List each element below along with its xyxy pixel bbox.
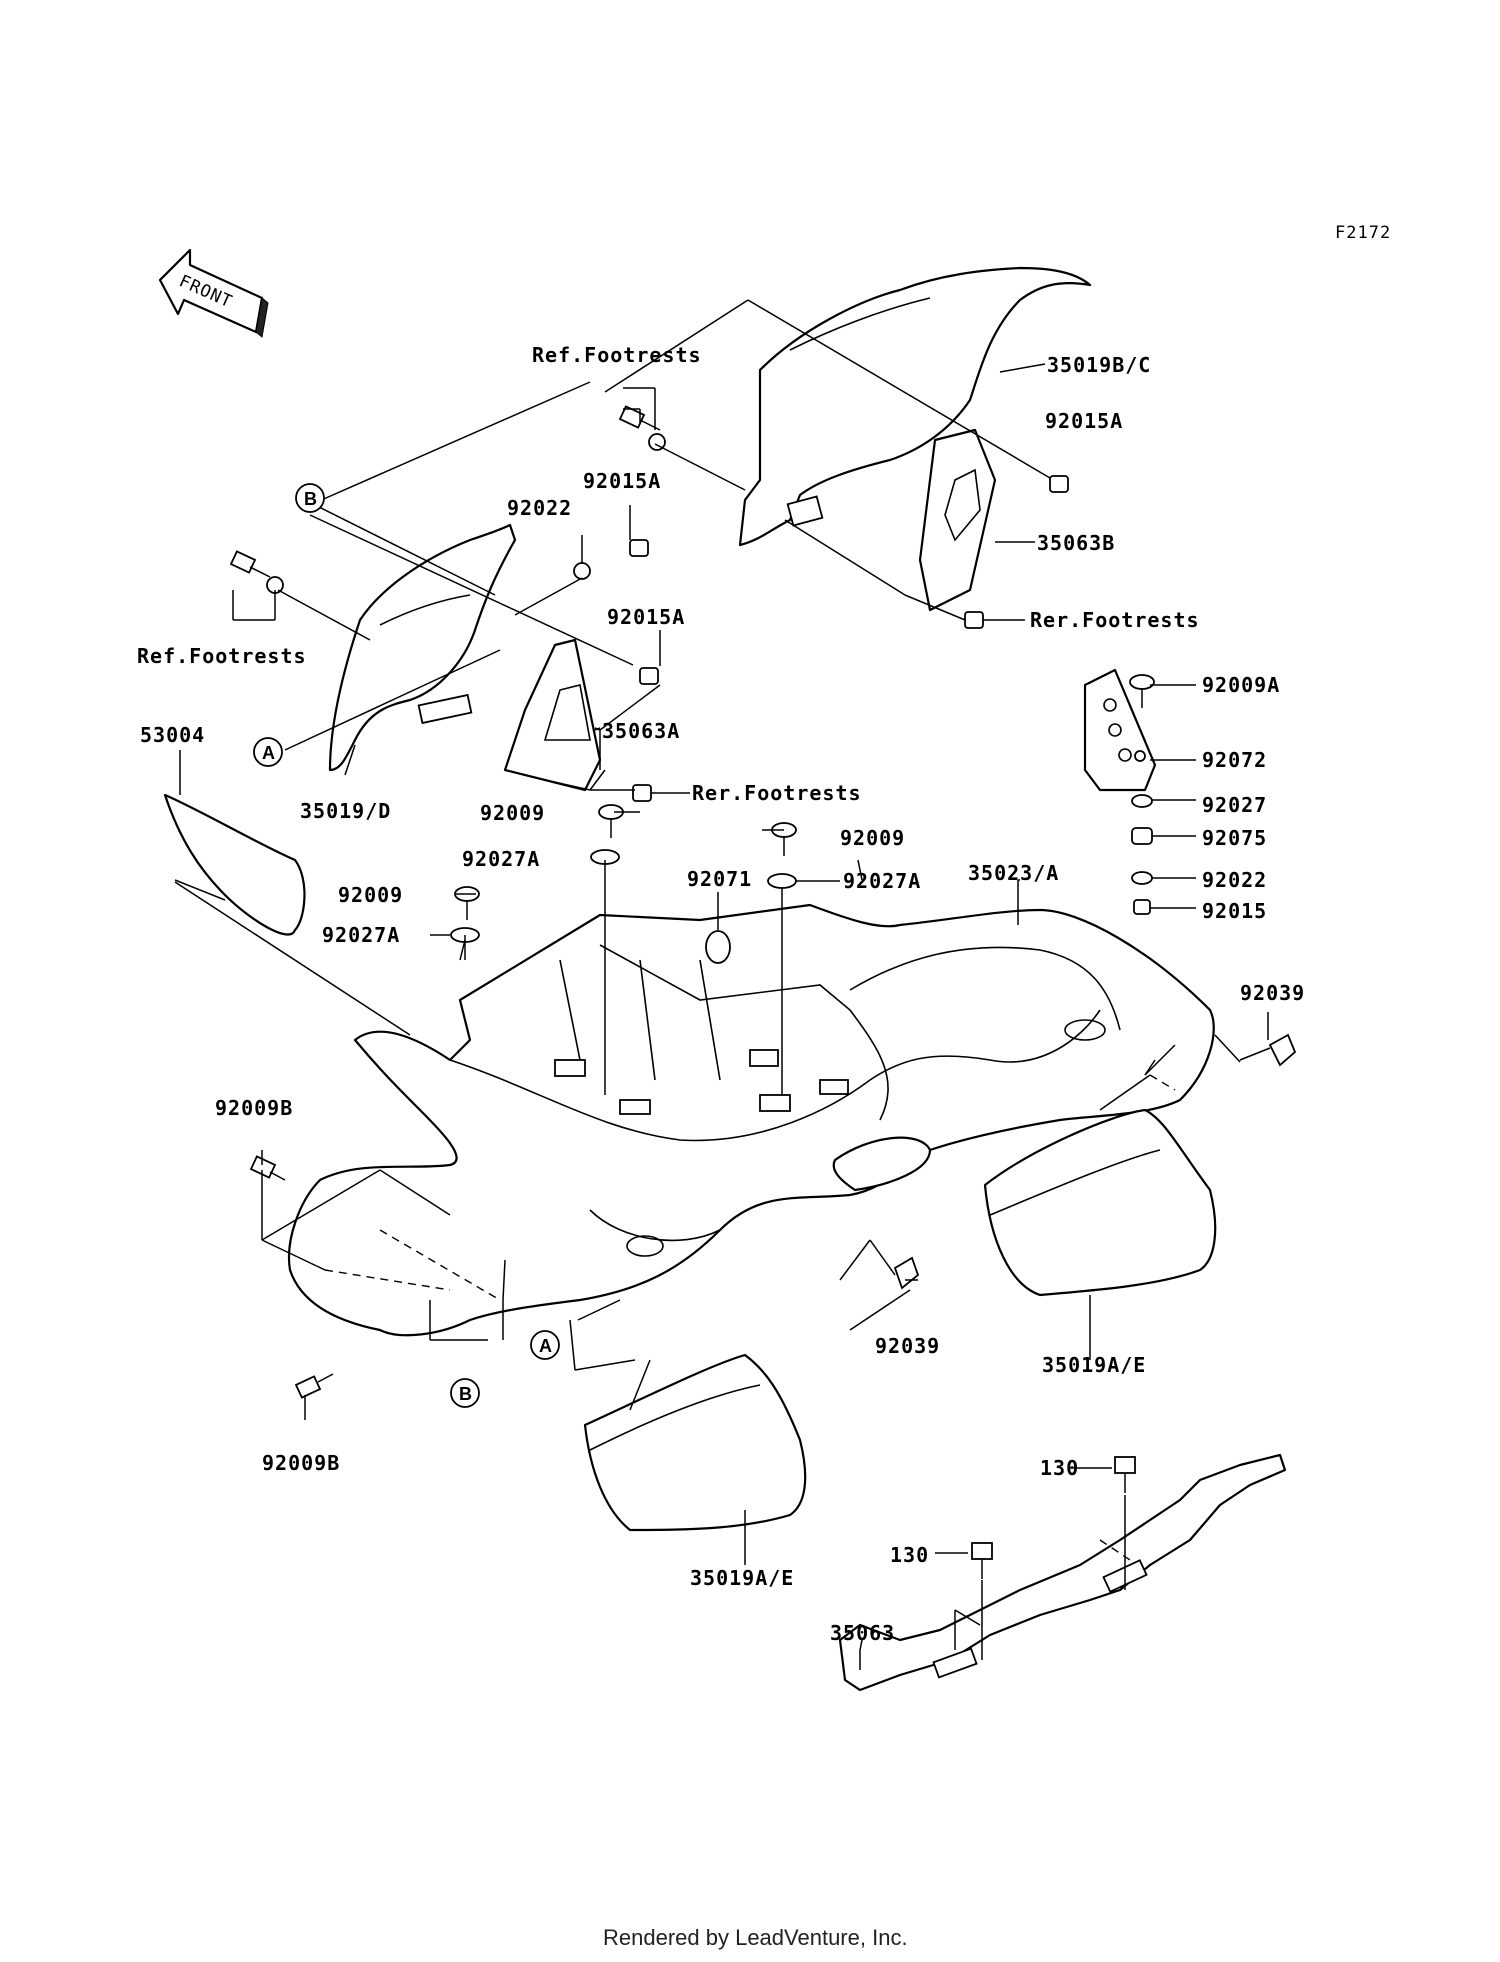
clip-icon — [893, 1256, 920, 1290]
screw-icon — [598, 804, 624, 838]
label-92009a: 92009A — [1202, 673, 1280, 697]
svg-text:A: A — [539, 1336, 552, 1356]
clip-icon — [1268, 1033, 1297, 1067]
svg-text:B: B — [304, 489, 317, 509]
label-92009b-2: 92009B — [262, 1451, 340, 1475]
bolt-icon — [229, 550, 271, 578]
washer-icon — [767, 873, 797, 889]
label-ref-footrests-1: Ref.Footrests — [532, 343, 702, 367]
leader-lines — [174, 299, 1271, 1670]
bracket-35063a-part — [503, 638, 602, 792]
bolt-icon — [294, 1373, 334, 1399]
label-35063b: 35063B — [1037, 531, 1115, 555]
bolt-icon — [249, 1155, 286, 1181]
label-35063: 35063 — [830, 1621, 895, 1645]
label-92015: 92015 — [1202, 899, 1267, 923]
washer-icon — [1134, 750, 1146, 762]
mud-flap-right-part — [983, 1108, 1217, 1297]
mud-flap-left-part — [583, 1353, 807, 1532]
screw-icon — [771, 822, 797, 856]
nut-icon — [629, 539, 649, 557]
label-92072: 92072 — [1202, 748, 1267, 772]
lower-bracket-part — [838, 1453, 1287, 1692]
label-92015a-1: 92015A — [1045, 409, 1123, 433]
label-130-2: 130 — [890, 1543, 929, 1567]
label-92071: 92071 — [687, 867, 752, 891]
label-53004: 53004 — [140, 723, 205, 747]
nut-icon — [1049, 475, 1069, 493]
label-35023a: 35023/A — [968, 861, 1059, 885]
bolt-icon — [618, 405, 661, 431]
left-side-cover-part — [328, 523, 517, 772]
hardware-group — [229, 405, 1297, 1579]
label-92027: 92027 — [1202, 793, 1267, 817]
nut-icon — [964, 611, 984, 629]
washer-icon — [1131, 871, 1153, 885]
grommet-icon — [705, 930, 731, 964]
label-92039-1: 92039 — [1240, 981, 1305, 1005]
bracket-35063b-part — [918, 428, 997, 612]
svg-text:A: A — [262, 743, 275, 763]
callout-a-bottom: A — [530, 1330, 560, 1360]
label-130-1: 130 — [1040, 1456, 1079, 1480]
label-35019ae-2: 35019A/E — [690, 1566, 794, 1590]
washer-icon — [648, 433, 666, 451]
bolt-icon — [1114, 1456, 1136, 1493]
washer-icon — [573, 562, 591, 580]
label-92022-1: 92022 — [507, 496, 572, 520]
nut-icon — [639, 667, 659, 685]
label-92009-1: 92009 — [480, 801, 545, 825]
label-92009b-1: 92009B — [215, 1096, 293, 1120]
callout-b-top: B — [295, 483, 325, 513]
label-92027a-3: 92027A — [322, 923, 400, 947]
label-rer-footrests-1: Rer.Footrests — [1030, 608, 1200, 632]
callout-a-top: A — [253, 737, 283, 767]
footer-credit: Rendered by LeadVenture, Inc. — [603, 1925, 908, 1950]
label-92027a-1: 92027A — [462, 847, 540, 871]
part-labels: 35019B/C 92015A 35063B Rer.Footrests Ref… — [137, 343, 1305, 1645]
label-35019ae-1: 35019A/E — [1042, 1353, 1146, 1377]
label-ref-footrests-2: Ref.Footrests — [137, 644, 307, 668]
pad-53004-part — [163, 793, 306, 936]
label-92039-2: 92039 — [875, 1334, 940, 1358]
figure-code: F2172 — [1335, 223, 1391, 243]
label-35019bc: 35019B/C — [1047, 353, 1151, 377]
label-92022-2: 92022 — [1202, 868, 1267, 892]
nut-icon — [632, 784, 652, 802]
front-arrow-icon: FRONT — [158, 248, 269, 338]
bolt-icon — [971, 1542, 993, 1579]
callout-b-bottom: B — [450, 1378, 480, 1408]
label-92075: 92075 — [1202, 826, 1267, 850]
screw-icon — [454, 886, 480, 920]
label-35019d: 35019/D — [300, 799, 391, 823]
label-92015a-2: 92015A — [583, 469, 661, 493]
label-92015a-3: 92015A — [607, 605, 685, 629]
washer-icon — [1131, 794, 1153, 808]
label-92009-3: 92009 — [338, 883, 403, 907]
label-92027a-2: 92027A — [843, 869, 921, 893]
collar-icon — [1131, 827, 1153, 845]
right-side-cover-part — [738, 266, 1092, 547]
label-rer-footrests-2: Rer.Footrests — [692, 781, 862, 805]
label-92009-2: 92009 — [840, 826, 905, 850]
screw-icon — [1129, 674, 1155, 708]
nut-icon — [1133, 899, 1151, 915]
svg-text:B: B — [459, 1384, 472, 1404]
rear-fender-part — [288, 903, 1215, 1337]
label-35063a: 35063A — [602, 719, 680, 743]
